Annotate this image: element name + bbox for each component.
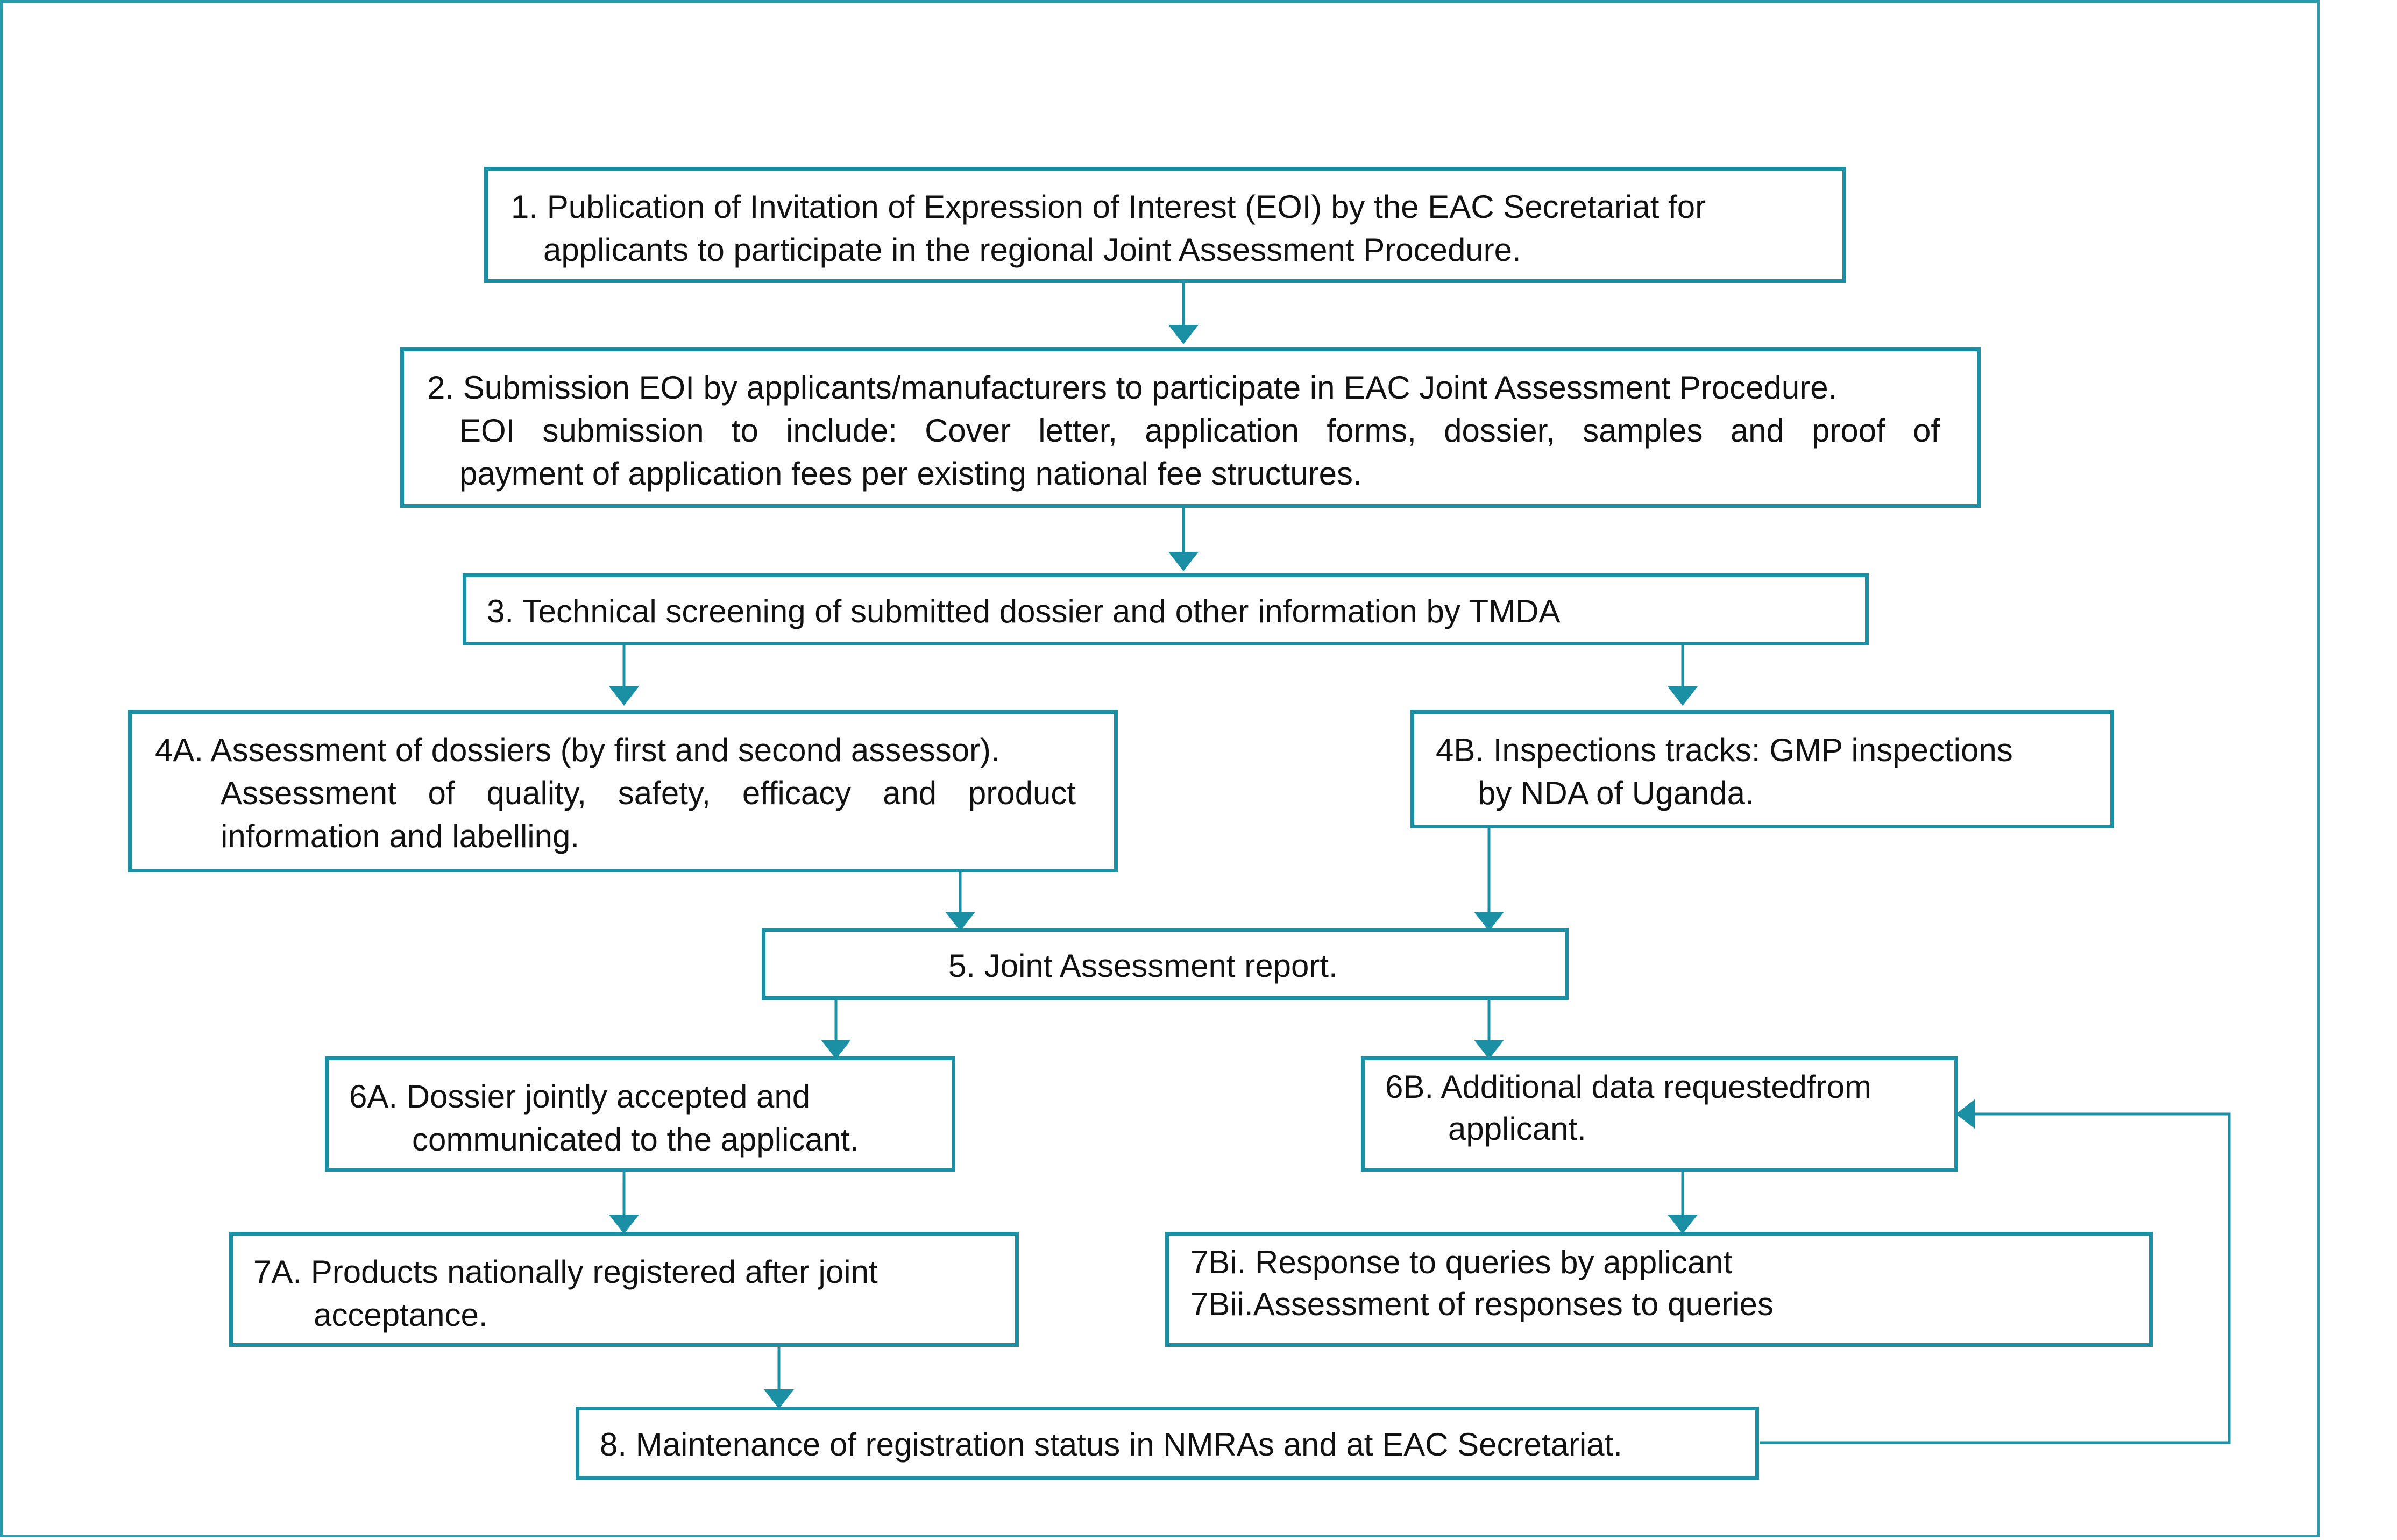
- step-4a-line-3: information and labelling.: [221, 818, 580, 854]
- step-4a-line-2: Assessment of quality, safety, efficacy …: [221, 775, 1076, 811]
- arrowhead-3-to-4a: [609, 686, 639, 706]
- arrowhead-3-to-4b: [1668, 686, 1698, 706]
- arrowhead-5-to-6b: [1474, 1040, 1504, 1059]
- arrowhead-1-to-2: [1168, 325, 1198, 344]
- step-6b-line-2: applicant.: [1448, 1111, 1586, 1147]
- step-7a-line-1: 7A. Products nationally registered after…: [253, 1254, 878, 1290]
- step-5-line-1: 5. Joint Assessment report.: [948, 948, 1338, 984]
- step-3-line-1: 3. Technical screening of submitted doss…: [487, 593, 1561, 629]
- arrowhead-6a-to-7a: [609, 1215, 639, 1234]
- step-8-line-1: 8. Maintenance of registration status in…: [600, 1427, 1622, 1463]
- step-4b-line-2: by NDA of Uganda.: [1478, 775, 1754, 811]
- arrowhead-4a-to-5: [945, 912, 975, 931]
- step-7b-line-1: 7Bi. Response to queries by applicant: [1190, 1244, 1733, 1280]
- step-3-box: 3. Technical screening of submitted doss…: [463, 573, 1869, 645]
- step-6b-box: 6B. Additional data requestedfrom applic…: [1361, 1056, 1958, 1172]
- step-2-line-1: 2. Submission EOI by applicants/manufact…: [427, 370, 1838, 406]
- step-6a-line-2: communicated to the applicant.: [412, 1122, 859, 1158]
- step-6a-box: 6A. Dossier jointly accepted and communi…: [325, 1056, 955, 1172]
- arrowhead-8-to-6b: [1956, 1099, 1975, 1129]
- arrowhead-2-to-3: [1168, 552, 1198, 571]
- step-7a-line-2: acceptance.: [314, 1297, 488, 1333]
- step-4b-box: 4B. Inspections tracks: GMP inspections …: [1410, 710, 2114, 828]
- step-2-line-2: EOI submission to include: Cover letter,…: [459, 413, 1940, 449]
- step-4b-line-1: 4B. Inspections tracks: GMP inspections: [1436, 732, 2013, 768]
- arrowhead-5-to-6a: [821, 1040, 851, 1059]
- step-4a-box: 4A. Assessment of dossiers (by first and…: [128, 710, 1118, 872]
- arrowhead-7a-to-8: [764, 1389, 794, 1409]
- figure-frame: [0, 0, 2320, 1537]
- arrowhead-4b-to-5: [1474, 912, 1504, 931]
- step-4a-line-1: 4A. Assessment of dossiers (by first and…: [155, 732, 1000, 768]
- arrow-8-to-6b-loop: [1760, 1112, 2231, 1444]
- arrowhead-6b-to-7b: [1668, 1215, 1698, 1234]
- step-1-box: 1. Publication of Invitation of Expressi…: [484, 167, 1846, 283]
- step-7b-line-2: 7Bii.Assessment of responses to queries: [1190, 1286, 1774, 1322]
- step-5-box: 5. Joint Assessment report.: [762, 928, 1569, 1000]
- step-7b-box: 7Bi. Response to queries by applicant 7B…: [1165, 1232, 2153, 1347]
- step-2-line-3: payment of application fees per existing…: [459, 456, 1362, 492]
- step-7a-box: 7A. Products nationally registered after…: [229, 1232, 1019, 1347]
- step-1-line-2: applicants to participate in the regiona…: [543, 232, 1521, 268]
- step-6a-line-1: 6A. Dossier jointly accepted and: [349, 1078, 811, 1115]
- step-8-box: 8. Maintenance of registration status in…: [576, 1407, 1759, 1480]
- step-1-line-1: 1. Publication of Invitation of Expressi…: [511, 189, 1706, 225]
- step-6b-line-1: 6B. Additional data requestedfrom: [1385, 1069, 1871, 1105]
- step-2-box: 2. Submission EOI by applicants/manufact…: [400, 347, 1981, 508]
